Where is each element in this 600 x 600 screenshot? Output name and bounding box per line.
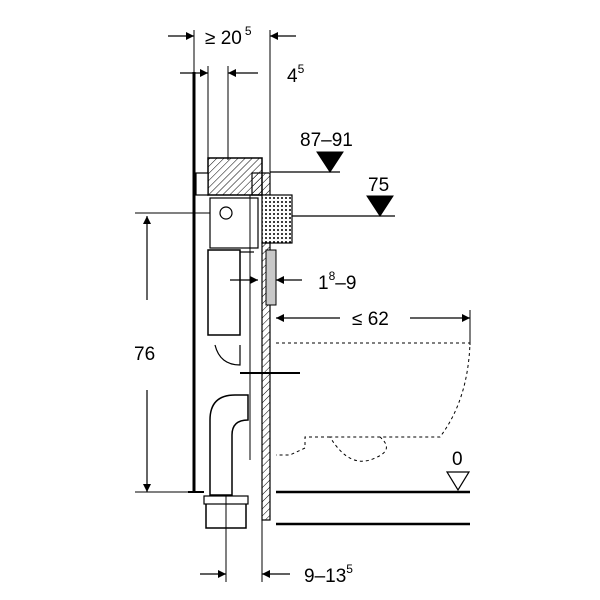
label-flush-height: 75 bbox=[368, 175, 389, 196]
label-wall-distance: 9–135 bbox=[304, 562, 353, 587]
label-frame-height: 76 bbox=[134, 344, 155, 365]
insulation-block bbox=[261, 194, 293, 244]
label-cover-thickness: 18–9 bbox=[318, 269, 356, 294]
level-marker-87-91 bbox=[316, 151, 344, 173]
label-offset: 45 bbox=[287, 62, 305, 87]
cover-plate bbox=[265, 249, 277, 306]
label-bowl-projection: ≤ 62 bbox=[352, 309, 389, 330]
cistern-body bbox=[207, 249, 241, 336]
drain-pipe bbox=[209, 394, 249, 496]
wc-bowl-outline bbox=[276, 342, 471, 462]
level-marker-75 bbox=[366, 195, 394, 217]
floor-level-marker bbox=[445, 471, 471, 492]
frame-plate bbox=[261, 242, 271, 521]
label-actuator-height: 87–91 bbox=[300, 130, 353, 151]
label-floor-level: 0 bbox=[452, 449, 463, 470]
